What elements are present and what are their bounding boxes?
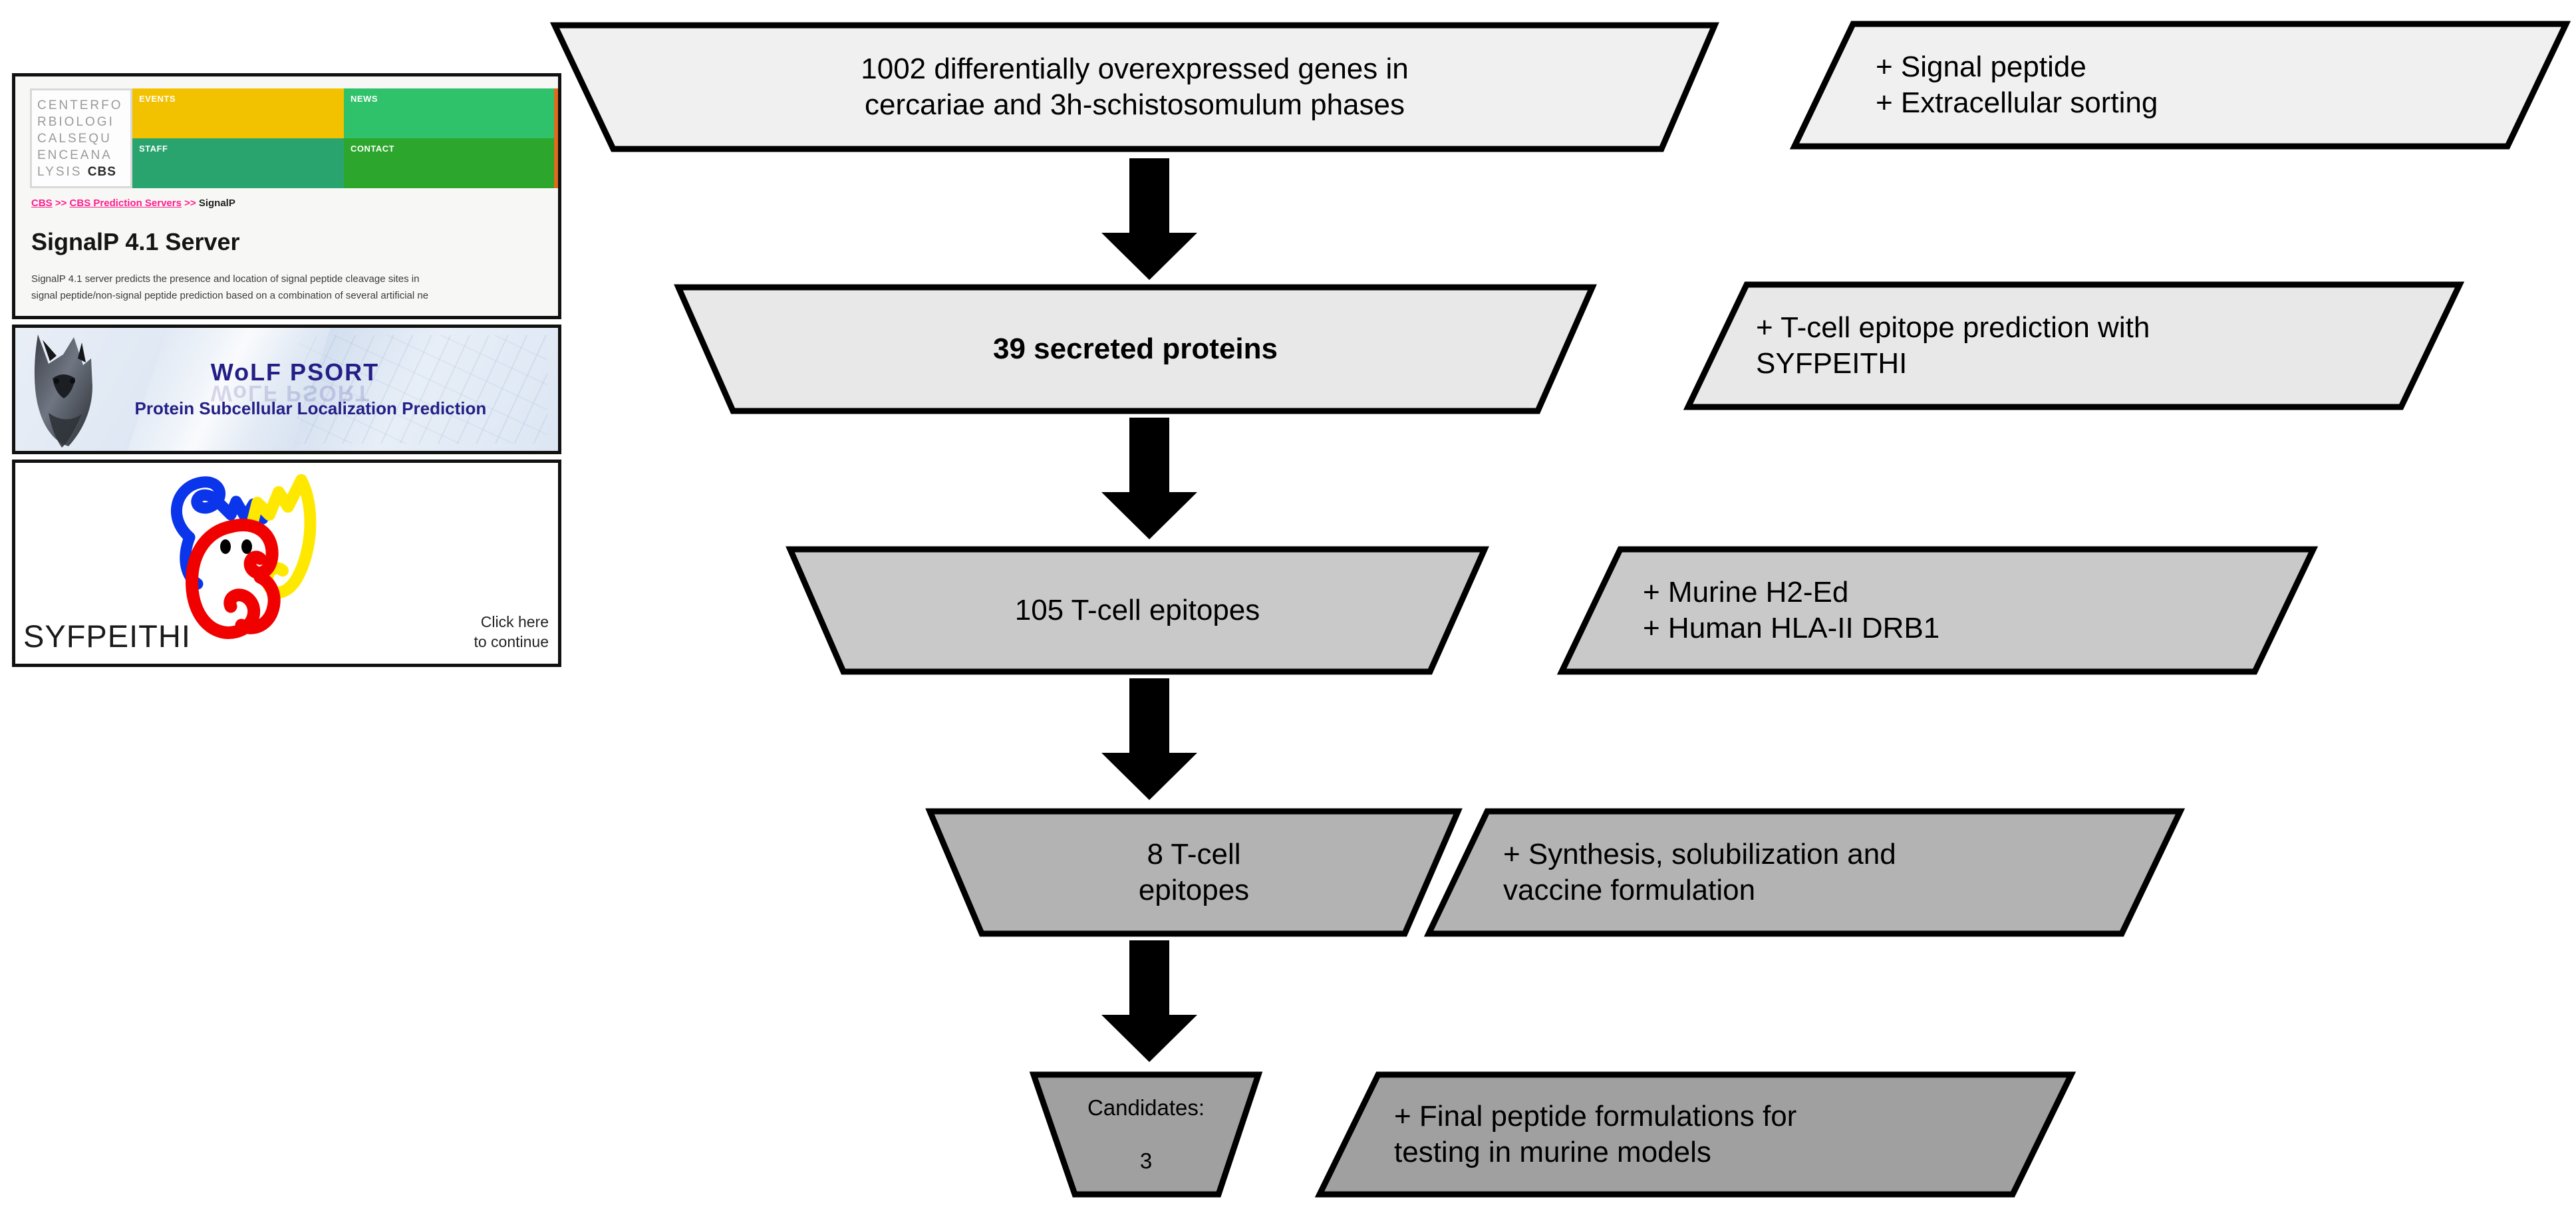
arrow-3-to-4 [1101, 678, 1197, 800]
click-here-line-2: to continue [474, 633, 549, 650]
syfpeithi-wordmark: SYFPEITHI SYFPEITHI [23, 612, 193, 654]
wolfpsort-title: WoLF PSORT [210, 358, 380, 386]
signalp-page-title: SignalP 4.1 Server [31, 228, 240, 255]
flow-step-3-shape [786, 546, 1489, 675]
arrow-2-to-3 [1101, 418, 1197, 539]
cbs-logo-line-3: CALSEQU [37, 131, 112, 146]
breadcrumb-current: SignalP [198, 198, 235, 209]
arrow-4-to-5 [1101, 940, 1197, 1062]
cbs-logo-line-5: LYSIS CBS [37, 164, 130, 180]
syfpeithi-page: SYFPEITHI SYFPEITHI Click here to contin… [15, 463, 558, 664]
nav-tile-contact-label: CONTACT [351, 144, 395, 154]
breadcrumb: CBS >> CBS Prediction Servers >> SignalP [31, 198, 235, 209]
annotation-1-shape [1789, 21, 2571, 150]
wolf-head-icon [34, 335, 92, 448]
breadcrumb-separator-2: >> [184, 198, 196, 209]
syfpeithi-wordmark-text: SYFPEITHI [23, 618, 191, 654]
flow-step-39-proteins[interactable]: 39 secreted proteins [673, 282, 1598, 416]
syfpeithi-click-here[interactable]: Click here to continue [474, 612, 549, 652]
arrow-1-to-2 [1101, 158, 1197, 280]
annotation-mhc-alleles[interactable]: + Murine H2-Ed + Human HLA-II DRB1 [1556, 544, 2319, 677]
flow-step-105-epitopes[interactable]: 105 T-cell epitopes [785, 544, 1490, 677]
wolfpsort-subtitle: Protein Subcellular Localization Predict… [134, 398, 487, 418]
annotation-4-shape [1423, 808, 2186, 937]
nav-tile-news[interactable]: NEWS [344, 88, 555, 138]
annotation-tcell-prediction[interactable]: + T-cell epitope prediction with SYFPEIT… [1683, 279, 2465, 412]
nav-tile-news-label: NEWS [351, 94, 378, 104]
cbs-logo-line-5-text: LYSIS [37, 164, 82, 179]
cbs-accent-bar [554, 88, 558, 188]
cbs-logo-line-1: CENTERFO [37, 98, 123, 112]
flow-step-8-epitopes[interactable]: 8 T-cell epitopes [925, 806, 1463, 939]
annotation-synthesis[interactable]: + Synthesis, solubilization and vaccine … [1423, 806, 2186, 939]
signalp-screenshot[interactable]: CENTERFO RBIOLOGI CALSEQU ENCEANA LYSIS … [12, 73, 561, 319]
flow-step-5-shape [1029, 1071, 1263, 1198]
signalp-description: SignalP 4.1 server predicts the presence… [31, 273, 429, 301]
click-here-line-1: Click here [480, 613, 549, 630]
nav-tile-events-label: EVENTS [139, 94, 176, 104]
nav-tile-events[interactable]: EVENTS [132, 88, 344, 138]
circuit-pattern [297, 335, 547, 444]
annotation-5-shape [1314, 1071, 2076, 1198]
annotation-3-shape [1556, 546, 2319, 675]
breadcrumb-link-cbs[interactable]: CBS [31, 198, 53, 209]
breadcrumb-link-prediction-servers[interactable]: CBS Prediction Servers [69, 198, 182, 209]
syfpeithi-screenshot[interactable]: SYFPEITHI SYFPEITHI Click here to contin… [12, 460, 561, 667]
flow-step-candidates[interactable]: Candidates: 3 [1028, 1069, 1264, 1200]
nav-tile-staff[interactable]: STAFF [132, 138, 344, 188]
cbs-nav-row: CENTERFO RBIOLOGI CALSEQU ENCEANA LYSIS … [30, 88, 555, 188]
cbs-logo-line-4: ENCEANA [37, 148, 112, 162]
cbs-logo: CENTERFO RBIOLOGI CALSEQU ENCEANA LYSIS … [30, 88, 132, 188]
nav-tile-contact[interactable]: CONTACT [344, 138, 555, 188]
flow-step-1002-genes[interactable]: 1002 differentially overexpressed genes … [549, 20, 1720, 154]
annotation-2-shape [1683, 281, 2465, 410]
wolfpsort-screenshot[interactable]: WoLF PSORT WoLF PSORT Protein Subcellula… [12, 325, 561, 454]
cbs-logo-line-2: RBIOLOGI [37, 114, 114, 129]
annotation-signal-peptide[interactable]: + Signal peptide + Extracellular sorting [1789, 19, 2571, 152]
breadcrumb-separator-1: >> [55, 198, 67, 209]
cbs-logo-mark: CBS [87, 164, 116, 179]
wolfpsort-banner: WoLF PSORT WoLF PSORT Protein Subcellula… [15, 328, 558, 451]
flow-step-1-shape [549, 22, 1719, 152]
flow-step-4-shape [925, 808, 1463, 937]
nav-tile-staff-label: STAFF [139, 144, 168, 154]
syfpeithi-logo-icon [170, 474, 317, 639]
annotation-final-formulation[interactable]: + Final peptide formulations for testing… [1314, 1069, 2076, 1200]
cbs-nav-tiles: EVENTS NEWS STAFF CONTACT [132, 88, 555, 188]
signalp-page: CENTERFO RBIOLOGI CALSEQU ENCEANA LYSIS … [15, 76, 558, 316]
flow-step-2-shape [674, 284, 1597, 414]
